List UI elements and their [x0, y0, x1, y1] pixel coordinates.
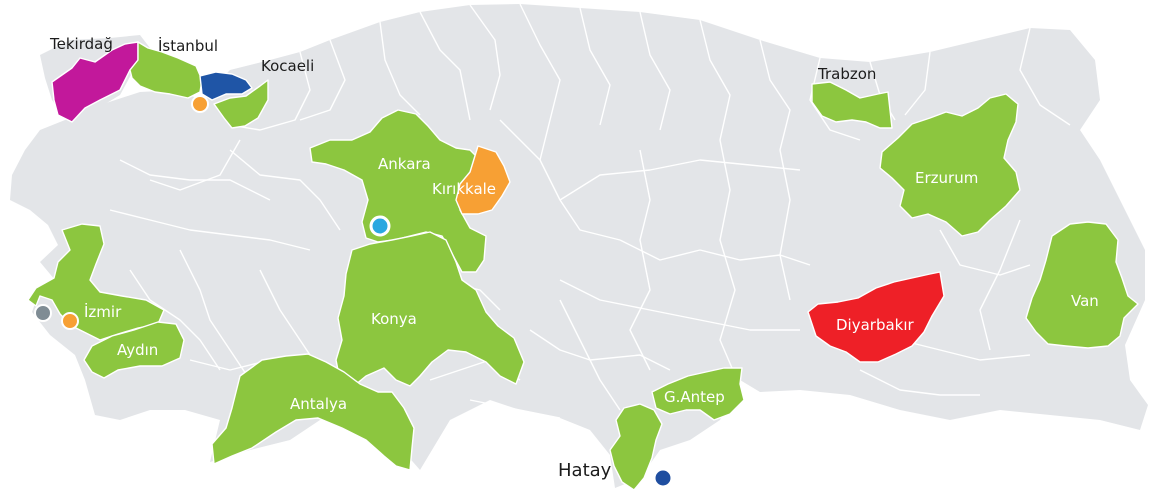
province-aydin[interactable]: [83, 321, 185, 379]
label-kirikkale: Kırıkkale: [432, 180, 496, 198]
label-konya: Konya: [371, 310, 417, 328]
ankara-marker-dot[interactable]: [369, 215, 391, 237]
kocaeli-marker-dot[interactable]: [191, 95, 209, 113]
label-antalya: Antalya: [290, 395, 347, 413]
province-erzurum[interactable]: [879, 93, 1021, 237]
province-diyarbakir[interactable]: [807, 271, 945, 363]
label-hatay: Hatay: [558, 460, 612, 481]
label-erzurum: Erzurum: [915, 169, 978, 187]
province-boundaries: [109, 3, 1071, 419]
label-kocaeli: Kocaeli: [261, 57, 314, 75]
hatay-marker-dot[interactable]: [654, 469, 672, 487]
province-hatay[interactable]: [609, 403, 663, 491]
marmara-south-land: [110, 105, 220, 135]
province-kocaeli[interactable]: [199, 71, 253, 101]
label-diyarbakir: Diyarbakır: [836, 316, 915, 334]
label-gaziantep: G.Antep: [664, 388, 725, 406]
province-trabzon[interactable]: [811, 81, 893, 129]
province-labels: Tekirdağ İstanbul Kocaeli Ankara Kırıkka…: [49, 35, 1099, 481]
province-antalya[interactable]: [211, 353, 415, 471]
izmir-orange-marker-dot[interactable]: [61, 312, 79, 330]
izmir-gray-marker-dot[interactable]: [34, 304, 52, 322]
province-kocaeli-south[interactable]: [213, 79, 269, 129]
label-istanbul: İstanbul: [158, 36, 218, 55]
label-aydin: Aydın: [117, 341, 158, 359]
highlighted-provinces: [27, 41, 1139, 491]
label-izmir: İzmir: [84, 302, 122, 321]
label-trabzon: Trabzon: [817, 65, 876, 83]
markers: [34, 95, 672, 487]
province-ankara[interactable]: [309, 109, 487, 273]
province-istanbul[interactable]: [129, 41, 203, 99]
label-ankara: Ankara: [378, 155, 431, 173]
province-gaziantep[interactable]: [651, 367, 745, 421]
province-van[interactable]: [1025, 221, 1139, 349]
label-tekirdag: Tekirdağ: [49, 35, 113, 53]
label-van: Van: [1071, 292, 1099, 310]
province-kirikkale[interactable]: [455, 145, 511, 215]
province-konya[interactable]: [335, 231, 525, 387]
